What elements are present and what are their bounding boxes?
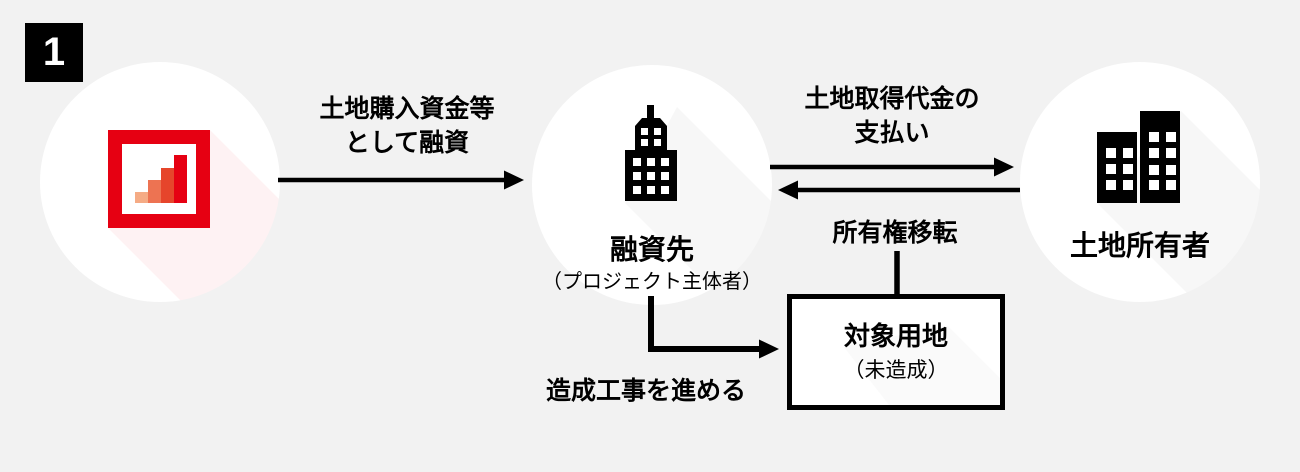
node-borrower-circle xyxy=(532,65,772,305)
bank-logo-bar xyxy=(174,155,187,203)
bank-logo-bar xyxy=(148,180,161,203)
edge-label-loan-line1: 土地購入資金等 xyxy=(319,95,495,123)
edge-label-ownership-transfer: 所有権移転 xyxy=(832,219,958,247)
edge-label-loan: 土地購入資金等 として融資 xyxy=(290,92,524,160)
node-borrower-label: 融資先 xyxy=(609,234,694,265)
edge-label-payment-line2: 支払い xyxy=(854,119,930,147)
target-site-label: 対象用地 xyxy=(843,321,948,351)
long-shadow xyxy=(843,326,1000,405)
payment-arrow xyxy=(770,157,1014,177)
edge-label-development: 造成工事を進める xyxy=(545,377,746,405)
loan-arrow xyxy=(278,170,524,190)
city-buildings-icon xyxy=(1097,111,1180,203)
target-site-sublabel: （未造成） xyxy=(843,359,949,382)
ownership-transfer-arrow xyxy=(778,180,1020,200)
edge-label-payment-line1: 土地取得代金の xyxy=(804,85,980,113)
node-borrower-sublabel: （プロジェクト主体者） xyxy=(542,271,762,293)
step-number: 1 xyxy=(42,30,66,74)
step-number-badge: 1 xyxy=(25,23,83,82)
edge-label-payment: 土地取得代金の 支払い xyxy=(775,82,1009,150)
bank-logo-bar xyxy=(161,168,174,203)
node-lender-circle xyxy=(40,62,280,302)
bank-logo xyxy=(108,130,210,228)
node-landowner-circle xyxy=(1020,62,1260,302)
bank-logo-bar xyxy=(135,192,148,203)
edge-label-loan-line2: として融資 xyxy=(344,129,470,157)
office-building-icon xyxy=(625,105,677,201)
node-landowner-label: 土地所有者 xyxy=(1069,230,1210,261)
target-site-box: 対象用地 （未造成） xyxy=(787,294,1005,410)
development-arrow xyxy=(648,296,779,359)
